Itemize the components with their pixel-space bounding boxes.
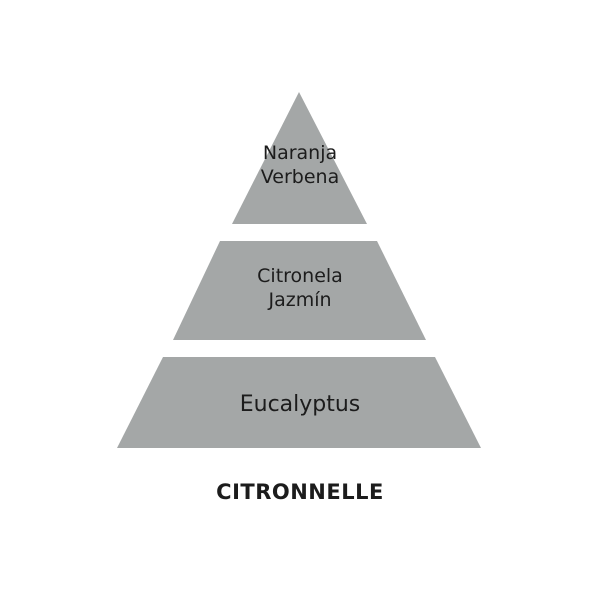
base-notes: Eucalyptus (0, 392, 600, 418)
fragrance-title: CITRONNELLE (216, 480, 384, 504)
middle-tier (173, 241, 426, 340)
top-note: Verbena (260, 166, 340, 188)
heart-notes: Citronela Jazmín (0, 264, 600, 312)
top-note: Naranja (262, 142, 338, 164)
heart-note: Citronela (257, 265, 343, 287)
base-note: Eucalyptus (239, 392, 361, 417)
base-tier (117, 357, 481, 448)
top-tier (232, 92, 367, 224)
heart-note: Jazmín (268, 289, 332, 311)
top-notes: Naranja Verbena (0, 141, 600, 189)
